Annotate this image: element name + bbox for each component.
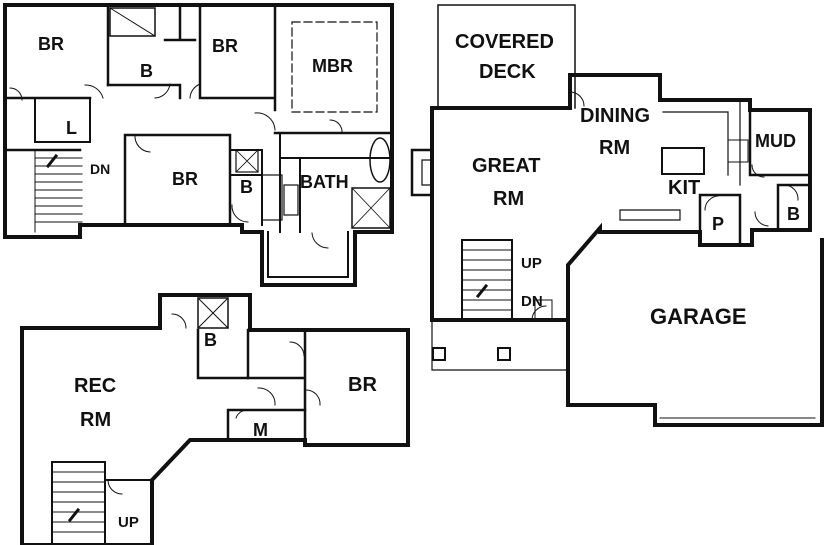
main-floor-plan: [410, 4, 824, 427]
room-label-master-bath: BATH: [300, 172, 349, 192]
room-label-dining: DINING: [580, 105, 650, 127]
room-label-garage: GARAGE: [650, 304, 747, 329]
room-label-mud: MUD: [755, 131, 796, 151]
room-label-pantry: P: [712, 214, 724, 234]
room-label-mbr: MBR: [312, 56, 353, 76]
stairs-label-up-lower: UP: [118, 514, 139, 531]
stairs-label-down-upper: DN: [90, 161, 110, 177]
room-label-br-mid: BR: [212, 36, 238, 56]
room-label-lower-br: BR: [348, 374, 377, 396]
room-label-rec: REC: [74, 375, 116, 397]
upper-floor-plan: [3, 3, 394, 287]
room-label-rec-rm: RM: [80, 409, 111, 431]
room-label-great-rm: RM: [493, 188, 524, 210]
room-label-great: GREAT: [472, 155, 541, 177]
room-label-lower-bath: B: [204, 330, 217, 350]
room-label-laundry: L: [66, 118, 77, 138]
stairs-label-up-main: UP: [521, 255, 542, 272]
room-label-deck: DECK: [479, 61, 536, 83]
room-label-br-center: BR: [172, 169, 198, 189]
room-label-br-left: BR: [38, 34, 64, 54]
stairs-label-down-main: DN: [521, 293, 543, 310]
room-label-center-bath: B: [240, 177, 253, 197]
room-label-mech: M: [253, 420, 268, 440]
room-label-main-bath: B: [787, 204, 800, 224]
room-label-dining-rm: RM: [599, 137, 630, 159]
room-label-kit: KIT: [668, 177, 700, 199]
lower-floor-plan: [20, 293, 410, 545]
room-label-covered: COVERED: [455, 31, 554, 53]
room-label-hall-bath: B: [140, 61, 153, 81]
